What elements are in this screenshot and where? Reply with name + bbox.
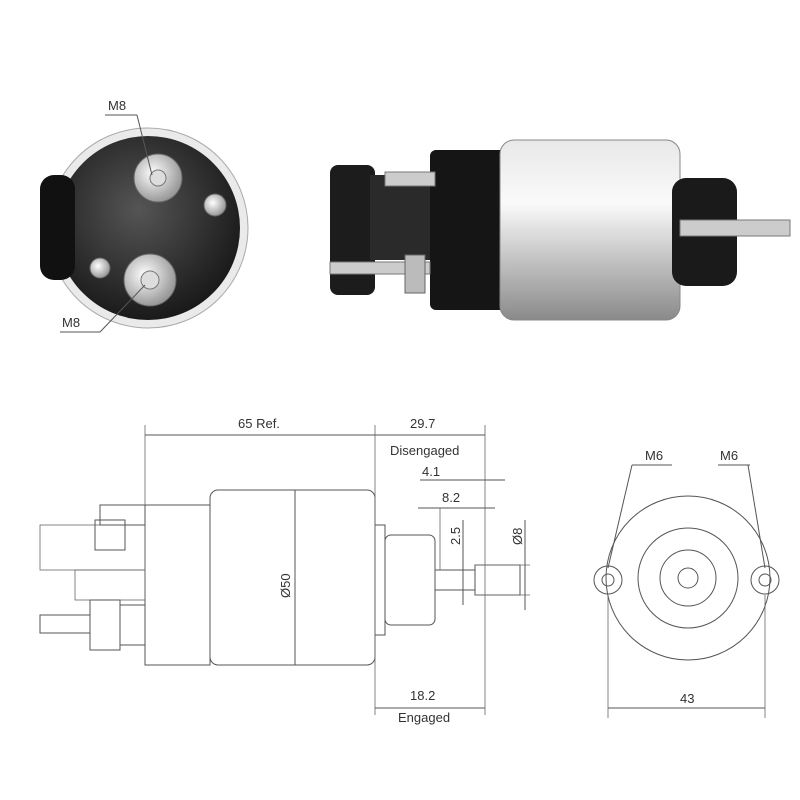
label-m8-top: M8 [108,98,126,113]
side-view-drawing: Ø50 65 Ref. 29.7 Disengaged 4.1 8.2 2.5 … [39,416,530,725]
dim-8-2: 8.2 [442,490,460,505]
dim-stroke-engaged: 18.2 [410,688,435,703]
label-disengaged: Disengaged [390,443,459,458]
dim-4-1: 4.1 [422,464,440,479]
solenoid-housing [499,139,681,321]
label-m6-left: M6 [645,448,663,463]
end-view-drawing: M6 M6 43 [593,448,780,718]
connector-plug [40,175,75,280]
side-photo [329,139,791,321]
dim-2-5: 2.5 [448,527,463,545]
label-engaged: Engaged [398,710,450,725]
label-m6-right: M6 [720,448,738,463]
dim-body-diameter: Ø50 [278,573,293,598]
dim-plunger-diameter: Ø8 [510,528,525,545]
dim-end-width: 43 [680,691,694,706]
end-photo: M8 M8 [40,98,249,333]
label-m8-bottom: M8 [62,315,80,330]
dim-stroke-disengaged: 29.7 [410,416,435,431]
dim-overall-length: 65 Ref. [238,416,280,431]
plunger-stud [679,219,791,237]
